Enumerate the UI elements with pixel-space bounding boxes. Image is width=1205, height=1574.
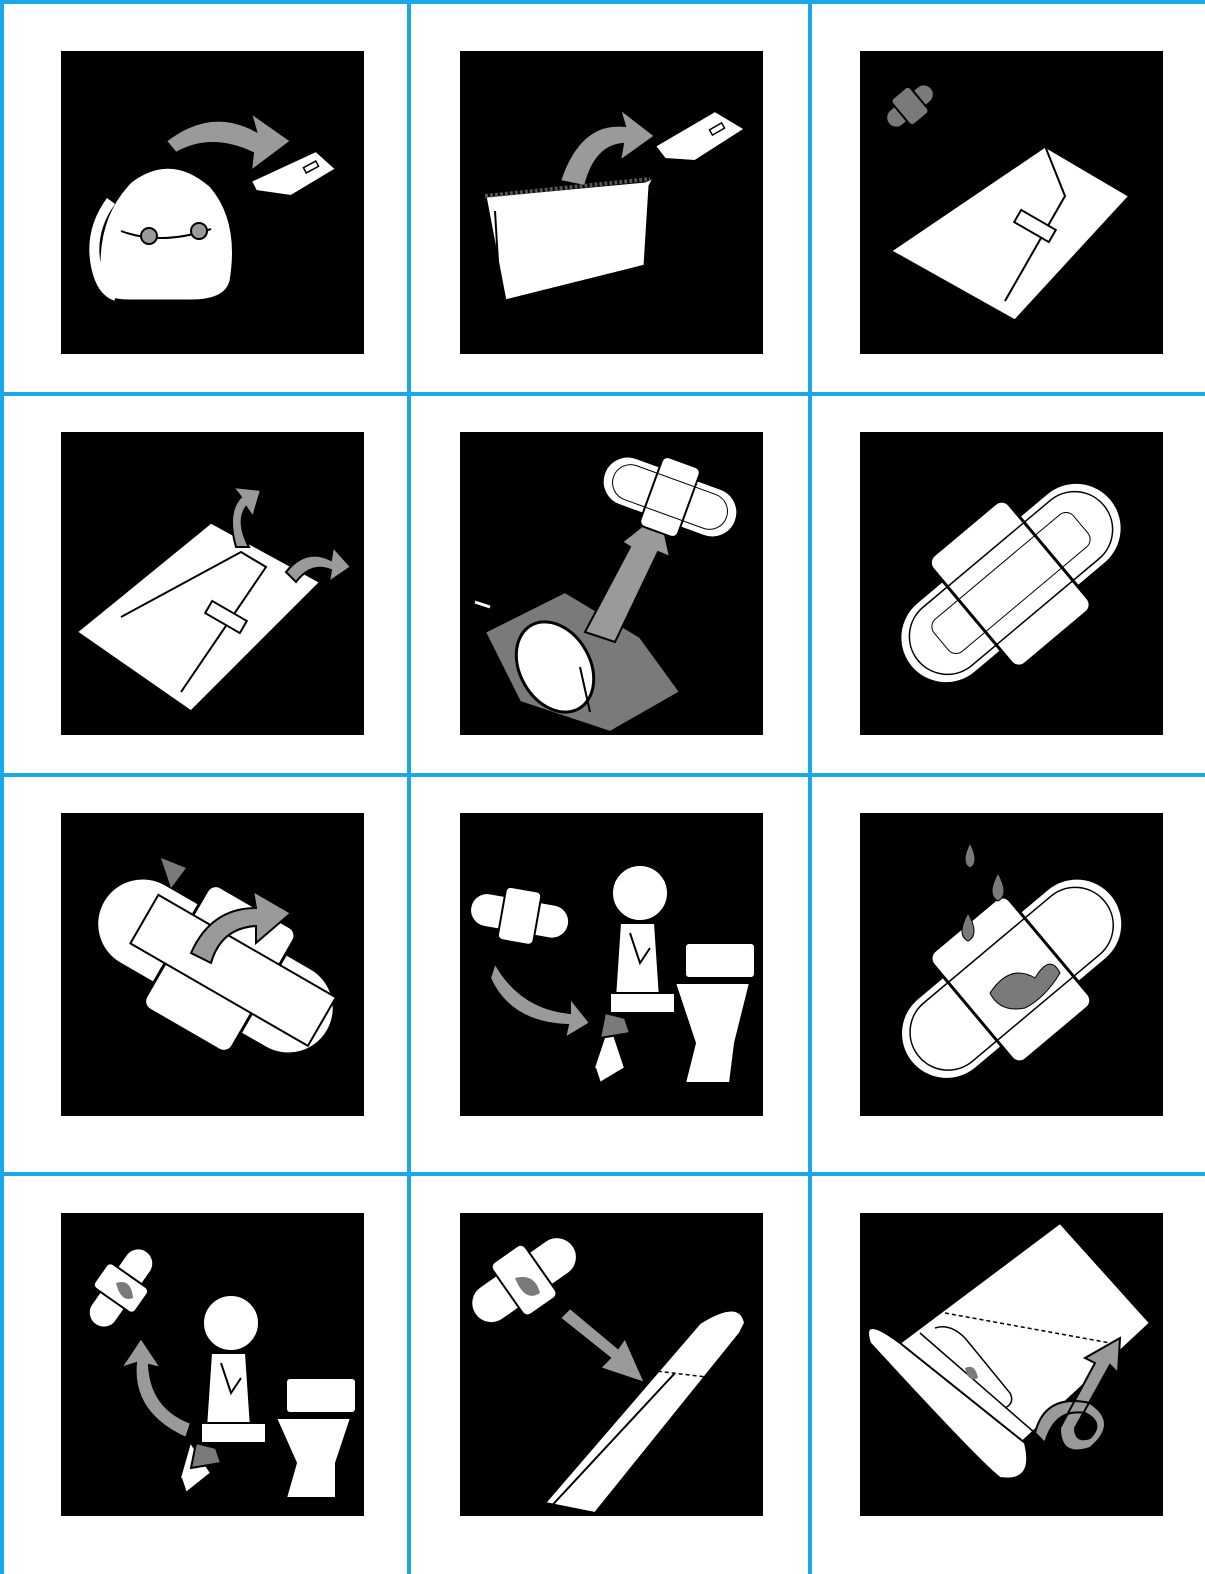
- backpack-to-pad-icon: [61, 51, 364, 354]
- remove-used-pad-icon: [61, 1213, 364, 1516]
- step-card-11: [460, 1213, 763, 1516]
- step-card-5: [460, 432, 763, 735]
- step-card-3: [860, 51, 1163, 354]
- step-card-1: [61, 51, 364, 354]
- grid-line-top: [0, 0, 1205, 4]
- step-card-9: [860, 813, 1163, 1116]
- place-pad-in-underwear-icon: [460, 813, 763, 1116]
- step-card-8: [460, 813, 763, 1116]
- step-card-7: [61, 813, 364, 1116]
- grid-line-left: [0, 0, 4, 1574]
- step-card-12: [860, 1213, 1163, 1516]
- step-card-10: [61, 1213, 364, 1516]
- take-pad-out-icon: [460, 432, 763, 735]
- pouch-to-pad-icon: [460, 51, 763, 354]
- step-card-2: [460, 51, 763, 354]
- open-wrapper-icon: [61, 432, 364, 735]
- wrap-used-pad-icon: [460, 1213, 763, 1516]
- grid-line-row-3: [0, 1172, 1205, 1176]
- grid-line-row-2: [0, 773, 1205, 777]
- grid-line-row-1: [0, 392, 1205, 396]
- grid-line-col-1: [407, 0, 411, 1574]
- grid-line-col-2: [808, 0, 812, 1574]
- rolled-pad-in-paper-icon: [860, 1213, 1163, 1516]
- unfolded-pad-icon: [860, 432, 1163, 735]
- peel-backing-icon: [61, 813, 364, 1116]
- wrapped-pad-icon: [860, 51, 1163, 354]
- used-pad-icon: [860, 813, 1163, 1116]
- step-card-4: [61, 432, 364, 735]
- step-card-6: [860, 432, 1163, 735]
